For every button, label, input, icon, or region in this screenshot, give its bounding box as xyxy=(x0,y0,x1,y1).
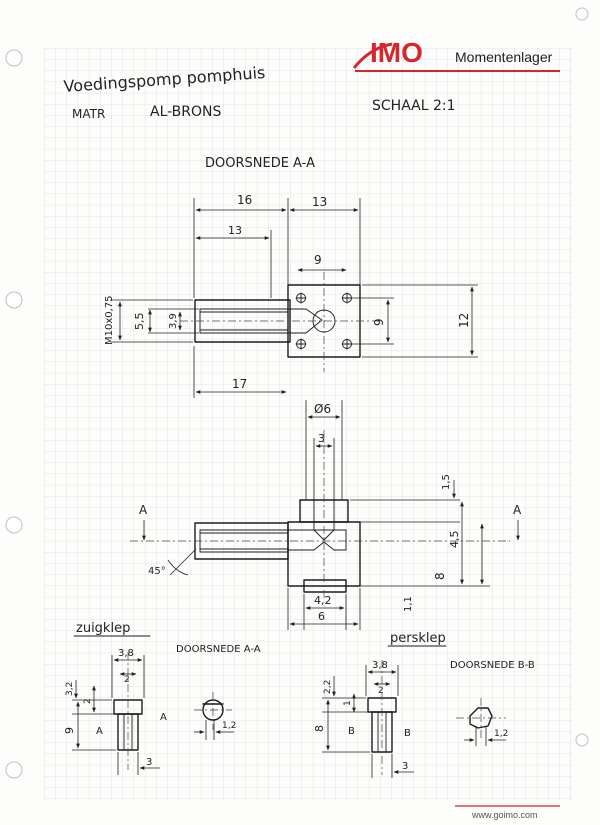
section-a-a-view: 16 13 13 9 M10x0,75 xyxy=(104,193,478,398)
suction-dim-2w: 2 xyxy=(124,675,130,685)
dim-17: 17 xyxy=(232,377,247,391)
dim-5-5: 5,5 xyxy=(133,313,146,331)
website: www.goimo.com xyxy=(471,810,538,820)
dim-1-1: 1,1 xyxy=(403,596,414,612)
pressure-dim-1: 1 xyxy=(343,700,353,706)
dim-45deg: 45° xyxy=(148,566,166,577)
pressure-dim-8: 8 xyxy=(313,725,326,732)
pressure-dim-2-2: 2,2 xyxy=(323,680,333,694)
pressure-valve-title: persklep xyxy=(390,631,446,646)
side-section-view: Ø6 3 45° A A 1,5 xyxy=(130,400,522,630)
binder-hole xyxy=(5,761,23,779)
suction-dim-3-8: 3,8 xyxy=(118,648,134,659)
scale-label: SCHAAL 2:1 xyxy=(372,98,456,114)
dim-13-top: 13 xyxy=(312,195,327,209)
binder-hole xyxy=(5,49,23,67)
cut-label-right: A xyxy=(513,503,522,517)
cut-label-left: A xyxy=(139,503,148,517)
pressure-dim-1-2: 1,2 xyxy=(494,729,508,739)
binder-hole xyxy=(575,7,589,21)
binder-holes xyxy=(5,7,589,779)
dim-4-5: 4,5 xyxy=(448,531,461,549)
suction-label-a2: A xyxy=(160,712,167,723)
binder-hole xyxy=(5,516,23,534)
brand-name: Momentenlager xyxy=(455,49,553,65)
dim-phi6: Ø6 xyxy=(314,402,331,416)
suction-dim-9: 9 xyxy=(63,727,76,734)
suction-label-a: A xyxy=(96,726,103,737)
pressure-label-b: B xyxy=(348,726,355,737)
dim-1-5: 1,5 xyxy=(441,474,452,490)
suction-dim-1-2: 1,2 xyxy=(222,721,236,731)
pressure-dim-3: 3 xyxy=(402,761,408,772)
suction-dim-3-2: 3,2 xyxy=(65,682,75,696)
dim-3-9: 3,9 xyxy=(168,313,179,329)
dim-3-side: 3 xyxy=(318,432,325,445)
binder-hole xyxy=(575,733,589,747)
dim-12: 12 xyxy=(457,313,471,328)
dim-16: 16 xyxy=(237,193,252,207)
pressure-dim-3-8: 3,8 xyxy=(372,660,388,671)
suction-dim-3: 3 xyxy=(146,757,152,768)
suction-valve-view: zuigklep DOORSNEDE A-A 3,8 2 3,2 2 9 3 A… xyxy=(63,621,261,775)
pressure-label-b2: B xyxy=(404,728,411,739)
dim-6: 6 xyxy=(318,610,325,623)
binder-hole xyxy=(5,291,23,309)
logo-text: IMO xyxy=(370,37,423,68)
imo-logo: IMO Momentenlager xyxy=(352,37,560,72)
pressure-valve-view: persklep DOORSNEDE B-B 3,8 2 2,2 1 8 3 B… xyxy=(313,631,535,778)
material-value: AL-BRONS xyxy=(150,104,222,120)
dim-8-side: 8 xyxy=(433,572,447,580)
dim-4-2: 4,2 xyxy=(314,594,332,607)
dim-9-side: 9 xyxy=(372,318,386,326)
suction-valve-title: zuigklep xyxy=(76,621,130,636)
pressure-section-title: DOORSNEDE B-B xyxy=(450,660,535,671)
section-title-main: DOORSNEDE A-A xyxy=(205,156,315,171)
material-label: MATR xyxy=(72,107,105,121)
dim-13-inner: 13 xyxy=(228,224,242,237)
suction-dim-2h: 2 xyxy=(83,698,93,704)
dim-9-top: 9 xyxy=(314,253,322,267)
suction-section-title: DOORSNEDE A-A xyxy=(176,644,261,655)
dim-thread: M10x0,75 xyxy=(104,295,115,345)
pressure-dim-2w: 2 xyxy=(378,686,384,696)
